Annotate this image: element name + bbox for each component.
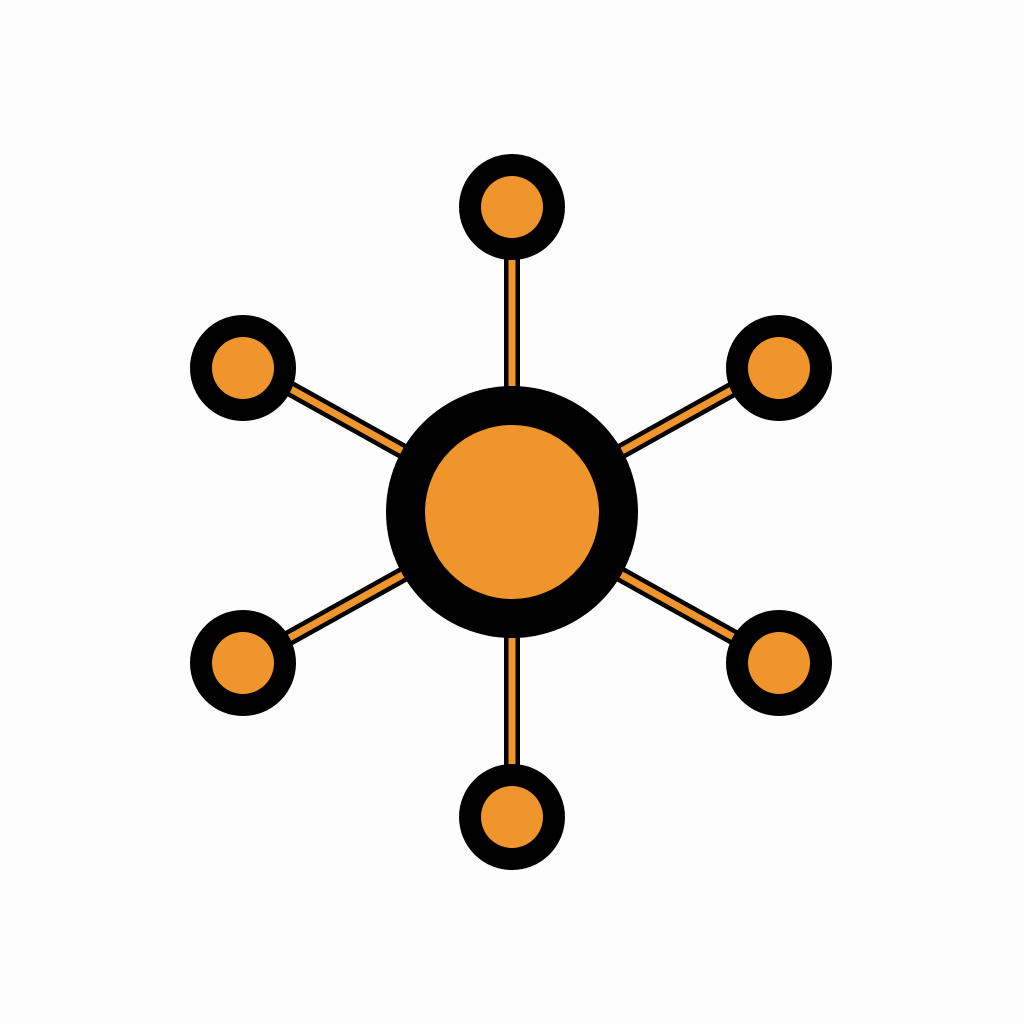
connectors bbox=[285, 258, 739, 768]
connector-lower-left bbox=[285, 567, 408, 645]
satellite-node-upper-left bbox=[190, 315, 296, 421]
satellite-node-lower-left bbox=[190, 610, 296, 716]
hub-node bbox=[386, 386, 638, 638]
satellite-nodes bbox=[190, 154, 832, 870]
connector-upper-right bbox=[616, 381, 739, 459]
connector-upper-left bbox=[285, 381, 408, 459]
satellite-node-upper-right bbox=[726, 315, 832, 421]
connector-lower-right bbox=[616, 567, 739, 645]
satellite-node-lower-right bbox=[726, 610, 832, 716]
satellite-node-bottom bbox=[459, 764, 565, 870]
satellite-node-top bbox=[459, 154, 565, 260]
